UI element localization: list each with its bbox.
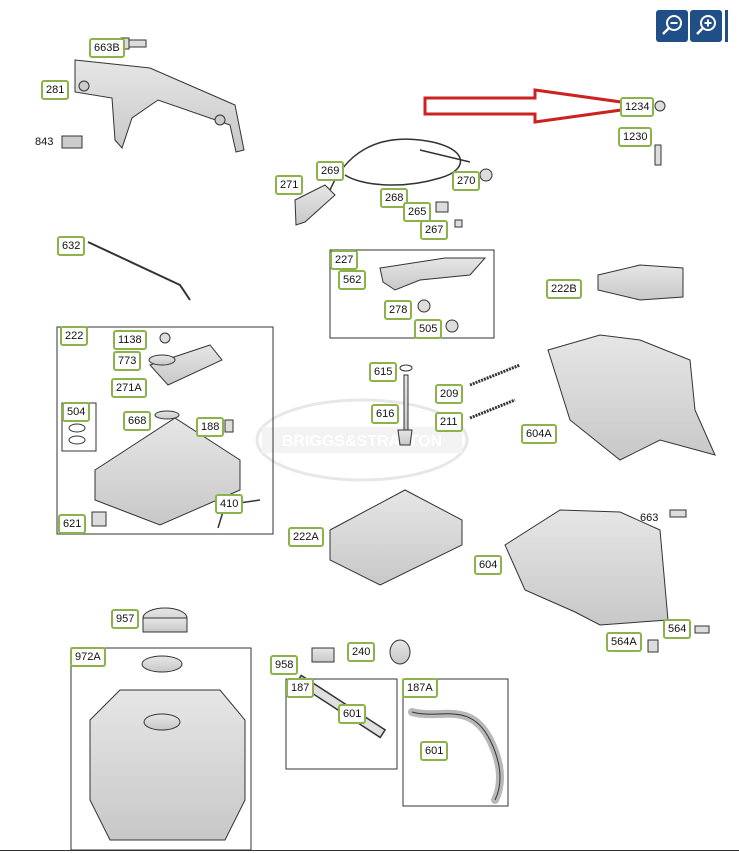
part-240-filter xyxy=(389,639,411,665)
part-label-271A[interactable]: 271A xyxy=(111,378,147,398)
part-label-972A[interactable]: 972A xyxy=(70,647,106,667)
part-564-bolt xyxy=(694,625,710,634)
part-188-screw xyxy=(224,419,234,433)
part-604-blower-housing xyxy=(504,509,669,626)
bottom-rule xyxy=(0,850,739,851)
part-label-268[interactable]: 268 xyxy=(380,188,409,208)
part-label-269[interactable]: 269 xyxy=(316,161,345,181)
part-1138-nut xyxy=(159,332,171,344)
part-267-screw xyxy=(454,219,463,228)
pointer-arrow xyxy=(423,88,651,124)
part-label-668[interactable]: 668 xyxy=(123,411,152,431)
watermark-text: BRIGGS&STRATTON xyxy=(282,433,442,450)
part-label-601-a[interactable]: 601 xyxy=(338,704,367,724)
part-label-187A[interactable]: 187A xyxy=(402,678,438,698)
part-504-washer xyxy=(68,423,86,445)
part-label-267[interactable]: 267 xyxy=(420,220,449,240)
part-211-spring xyxy=(469,398,516,420)
part-label-616[interactable]: 616 xyxy=(371,404,400,424)
part-label-564[interactable]: 564 xyxy=(663,619,692,639)
part-615-washer xyxy=(399,364,413,372)
part-663-bolt xyxy=(669,509,687,518)
part-label-958[interactable]: 958 xyxy=(270,655,299,675)
part-label-663[interactable]: 663 xyxy=(640,512,659,524)
part-label-773[interactable]: 773 xyxy=(113,351,142,371)
part-label-564A[interactable]: 564A xyxy=(606,632,642,652)
part-505-nut xyxy=(445,319,459,333)
part-label-1234[interactable]: 1234 xyxy=(620,97,655,117)
part-label-222B[interactable]: 222B xyxy=(546,279,582,299)
part-621-clip xyxy=(91,511,107,527)
part-label-410[interactable]: 410 xyxy=(215,494,244,514)
part-1234-nut xyxy=(654,100,666,112)
part-label-632[interactable]: 632 xyxy=(57,236,86,256)
part-269-cable xyxy=(327,138,471,196)
part-1230-bolt xyxy=(654,144,662,166)
zoom-out-icon xyxy=(662,15,682,35)
part-label-211[interactable]: 211 xyxy=(435,412,463,432)
part-label-278[interactable]: 278 xyxy=(384,300,413,320)
part-label-222[interactable]: 222 xyxy=(60,326,89,346)
zoom-in-button[interactable] xyxy=(690,10,722,42)
part-label-227[interactable]: 227 xyxy=(330,250,359,270)
part-843-block xyxy=(61,135,83,149)
part-label-604[interactable]: 604 xyxy=(474,555,503,575)
part-label-615[interactable]: 615 xyxy=(369,362,398,382)
part-227-governor-control xyxy=(379,257,487,291)
part-label-222A[interactable]: 222A xyxy=(288,527,324,547)
zoom-out-button[interactable] xyxy=(656,10,688,42)
part-616-shaft xyxy=(397,374,413,446)
part-label-601-b[interactable]: 601 xyxy=(420,741,449,761)
part-label-843[interactable]: 843 xyxy=(35,136,54,148)
part-label-265[interactable]: 265 xyxy=(403,202,432,222)
part-278-washer xyxy=(417,299,431,313)
part-972A-fuel-tank xyxy=(89,655,246,841)
part-222A-control-bracket xyxy=(329,489,463,586)
part-label-621[interactable]: 621 xyxy=(58,514,87,534)
part-label-188[interactable]: 188 xyxy=(196,417,225,437)
group-box-227 xyxy=(329,249,495,339)
part-label-604A[interactable]: 604A xyxy=(521,424,557,444)
part-label-1138[interactable]: 1138 xyxy=(113,330,147,350)
part-663B-bolt xyxy=(120,37,147,50)
part-label-281[interactable]: 281 xyxy=(41,80,70,100)
part-564A-bolt xyxy=(647,639,659,653)
part-270-nut xyxy=(479,168,493,182)
part-label-957[interactable]: 957 xyxy=(111,609,140,629)
part-label-562[interactable]: 562 xyxy=(338,270,367,290)
part-label-240[interactable]: 240 xyxy=(347,642,376,662)
part-label-187[interactable]: 187 xyxy=(286,678,315,698)
part-label-270[interactable]: 270 xyxy=(452,171,481,191)
part-281-bracket xyxy=(74,59,245,153)
part-label-504[interactable]: 504 xyxy=(62,402,91,422)
part-957-fuel-cap xyxy=(142,607,188,633)
part-222B-bracket xyxy=(597,264,684,301)
group-box-187 xyxy=(285,678,398,770)
zoom-in-icon xyxy=(696,15,716,35)
group-box-187A xyxy=(402,678,509,807)
part-label-663B[interactable]: 663B xyxy=(89,38,125,58)
part-label-271[interactable]: 271 xyxy=(275,175,304,195)
part-632-linkage xyxy=(87,241,191,301)
part-265-clip xyxy=(435,201,449,213)
part-label-209[interactable]: 209 xyxy=(435,384,464,404)
part-604A-blower-housing xyxy=(547,334,716,461)
part-label-505[interactable]: 505 xyxy=(414,319,443,339)
toolbar-edge xyxy=(725,10,728,42)
part-271-lever xyxy=(294,184,336,226)
part-label-1230[interactable]: 1230 xyxy=(618,127,653,147)
group-box-222 xyxy=(56,326,274,535)
part-209-spring xyxy=(469,363,521,387)
part-958-fitting xyxy=(311,647,335,663)
part-222-control-bracket xyxy=(94,344,241,526)
